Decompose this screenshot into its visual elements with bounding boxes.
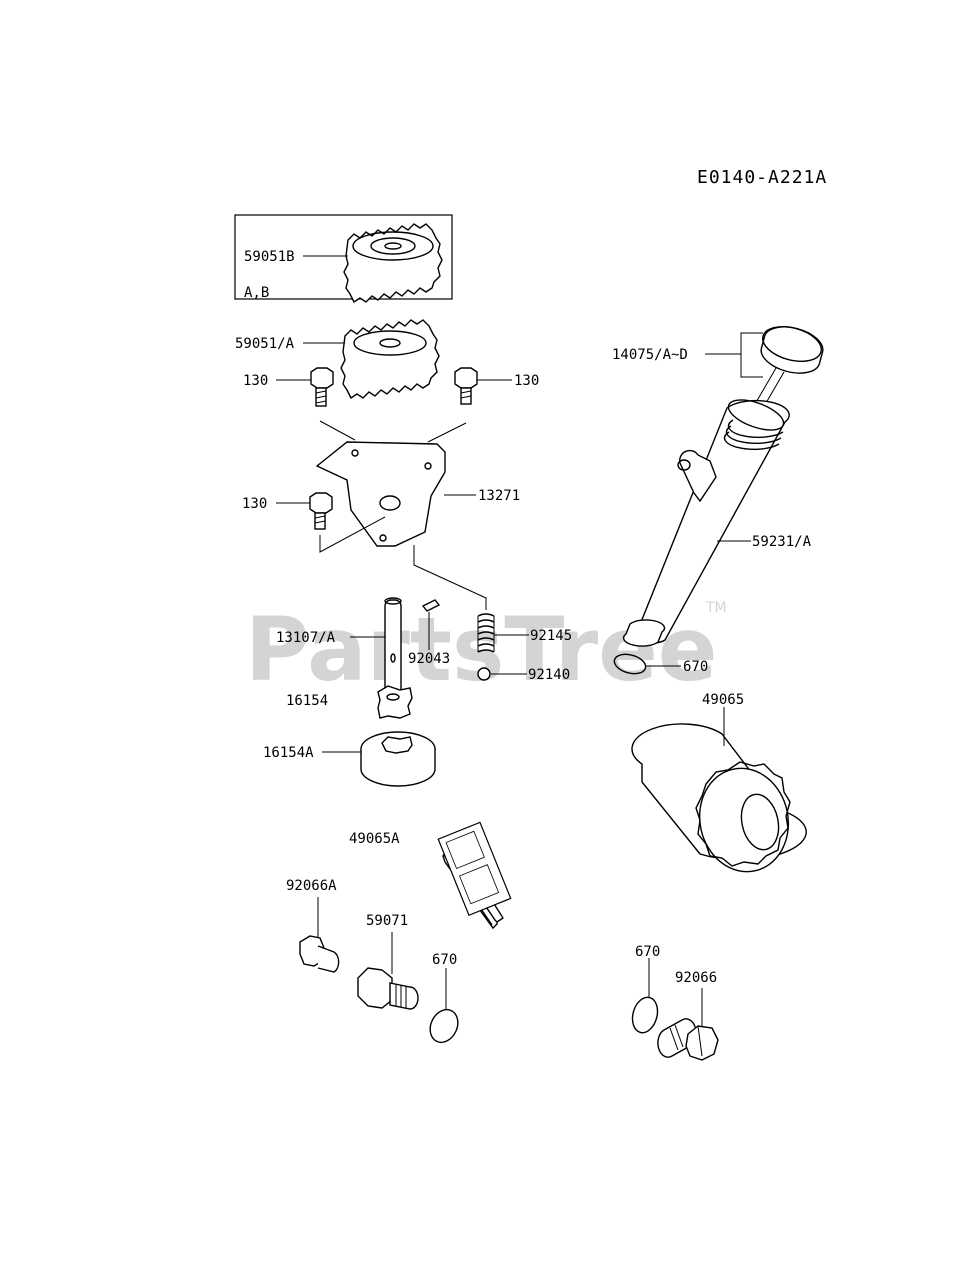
bolt-130-right-part[interactable] bbox=[454, 367, 478, 405]
label-14075: 14075/A~D bbox=[612, 347, 688, 363]
watermark-trademark: TM bbox=[705, 600, 727, 616]
label-49065a: 49065A bbox=[349, 831, 400, 847]
label-92043: 92043 bbox=[408, 651, 450, 667]
label-670-middle: 670 bbox=[432, 952, 457, 968]
label-13107a: 13107/A bbox=[276, 630, 336, 646]
label-16154a: 16154A bbox=[263, 745, 314, 761]
oring-670-middle-part[interactable] bbox=[425, 1005, 463, 1047]
fitting-59071-part[interactable] bbox=[357, 967, 419, 1010]
gear-59051a-part[interactable] bbox=[340, 319, 440, 400]
label-59071: 59071 bbox=[366, 913, 408, 929]
ball-92140-part[interactable] bbox=[477, 667, 491, 681]
label-670-tube: 670 bbox=[683, 659, 708, 675]
bolt-130-left-part[interactable] bbox=[310, 367, 334, 407]
label-49065: 49065 bbox=[702, 692, 744, 708]
plug-92066-part[interactable] bbox=[657, 1018, 719, 1061]
label-59051b: 59051B bbox=[244, 249, 295, 265]
cover-plate-13271-part[interactable] bbox=[315, 441, 446, 547]
diagram-code: E0140-A221A bbox=[697, 167, 827, 188]
label-670-right: 670 bbox=[635, 944, 660, 960]
gear-59051b-part[interactable] bbox=[343, 223, 443, 304]
label-130-left: 130 bbox=[243, 373, 268, 389]
gear-b-box bbox=[234, 214, 453, 300]
label-16154: 16154 bbox=[286, 693, 328, 709]
label-13271: 13271 bbox=[478, 488, 520, 504]
outer-rotor-16154a-part[interactable] bbox=[360, 731, 436, 787]
label-59051a: 59051/A bbox=[235, 336, 295, 352]
label-a-b: A,B bbox=[244, 285, 269, 301]
inner-rotor-16154-part[interactable] bbox=[377, 685, 413, 719]
spring-92145-part[interactable] bbox=[477, 613, 495, 653]
label-92066: 92066 bbox=[675, 970, 717, 986]
label-59231a: 59231/A bbox=[752, 534, 812, 550]
filler-tube-59231a-part[interactable] bbox=[622, 394, 790, 647]
label-92140: 92140 bbox=[528, 667, 570, 683]
label-92066a: 92066A bbox=[286, 878, 337, 894]
plug-92066a-part[interactable] bbox=[299, 897, 340, 973]
oil-screen-49065a-part[interactable] bbox=[437, 821, 512, 930]
pin-92043-part[interactable] bbox=[421, 599, 441, 612]
bolt-130-lower-part[interactable] bbox=[309, 492, 333, 530]
oring-670-tube-part[interactable] bbox=[612, 651, 648, 677]
label-92145: 92145 bbox=[530, 628, 572, 644]
label-130-lower: 130 bbox=[242, 496, 267, 512]
oring-670-right-part[interactable] bbox=[629, 995, 661, 1036]
oil-filter-49065-part[interactable] bbox=[631, 723, 807, 880]
label-130-right: 130 bbox=[514, 373, 539, 389]
